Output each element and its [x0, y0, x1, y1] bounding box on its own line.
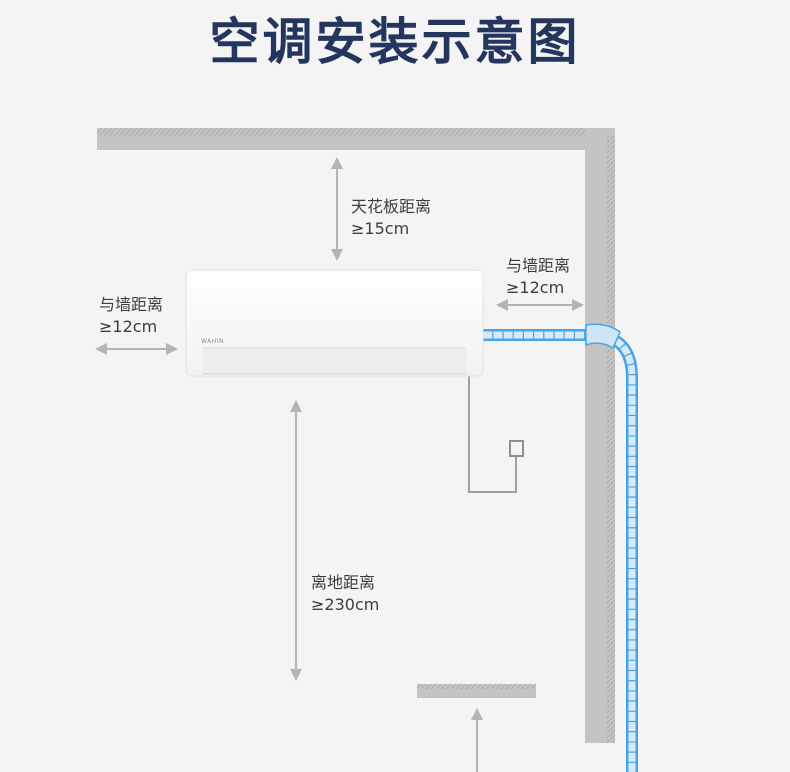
left-wall-distance-label: 与墙距离 ≥12cm — [99, 294, 163, 338]
right-wall-distance-name: 与墙距离 — [506, 256, 571, 275]
window-ledge — [417, 684, 536, 698]
floor-distance-value: ≥230cm — [311, 595, 380, 614]
ceiling-distance-name: 天花板距离 — [351, 197, 432, 216]
right-wall — [585, 128, 615, 743]
ceiling-wall — [97, 128, 615, 150]
wall-sleeve — [585, 323, 621, 350]
ceiling-distance-label: 天花板距离 ≥15cm — [351, 196, 431, 240]
left-wall-distance-name: 与墙距离 — [99, 295, 164, 314]
power-cord — [468, 376, 524, 493]
right-wall-distance-label: 与墙距离 ≥12cm — [506, 255, 570, 299]
power-socket — [509, 440, 524, 457]
unit-brand-logo: WAHIN — [201, 338, 224, 345]
left-wall-distance-value: ≥12cm — [99, 317, 158, 336]
distance-arrows — [95, 157, 584, 772]
floor-distance-label: 离地距离 ≥230cm — [311, 572, 379, 616]
page-title: 空调安装示意图 — [209, 13, 581, 71]
floor-distance-name: 离地距离 — [311, 573, 376, 592]
ceiling-distance-value: ≥15cm — [351, 219, 410, 238]
right-wall-distance-value: ≥12cm — [506, 278, 565, 297]
refrigerant-pipe — [482, 323, 638, 772]
indoor-unit — [185, 269, 484, 377]
